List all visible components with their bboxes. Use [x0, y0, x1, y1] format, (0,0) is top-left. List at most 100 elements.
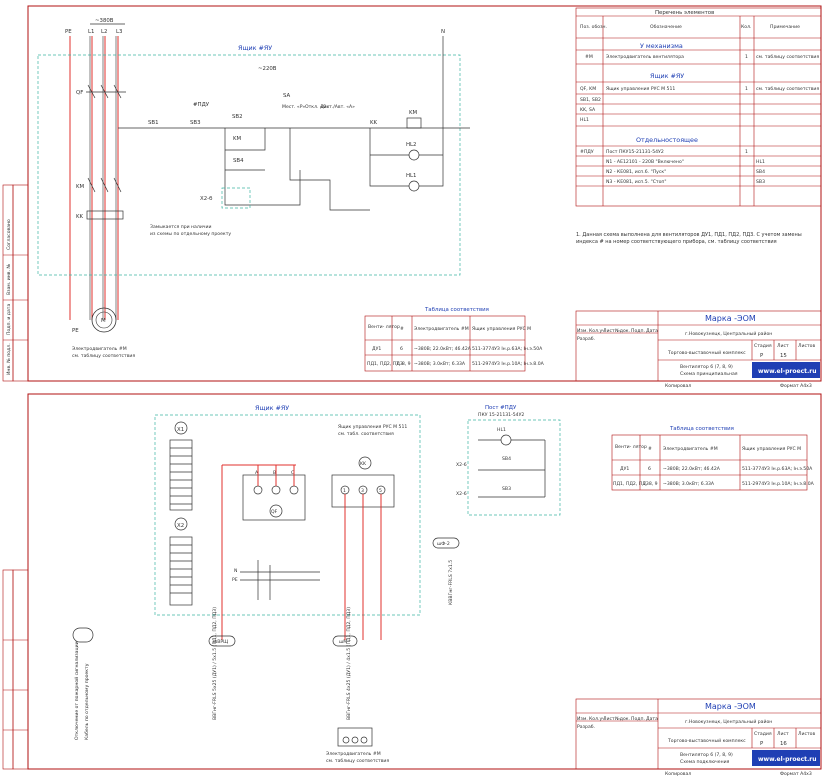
- fire-signal-text: Отключение от пожарной сигнализации: [73, 641, 80, 740]
- label-qf-bottom: QF: [271, 509, 278, 515]
- stamp-sheet: 15: [780, 353, 787, 359]
- label-qf: QF: [76, 90, 83, 96]
- post-label-hl1: HL1: [497, 427, 506, 433]
- phase-conductors: [91, 36, 119, 320]
- side-label-agreed: Согласовано: [6, 219, 12, 250]
- external-contact-outline: [221, 187, 251, 209]
- kk-t5: 5: [379, 488, 382, 494]
- cable-tag-left-text: шВРЩ: [213, 639, 228, 645]
- fire-signal-tag: [72, 627, 94, 643]
- stamp-sheet-title: Вентилятор 6 (7, 8, 9) Схема принципиаль…: [680, 364, 738, 377]
- bottom-box-note: Ящик управления РУС М 511 см. табл. соот…: [338, 424, 409, 437]
- label-x2: X2-б: [200, 196, 213, 202]
- motor-symbol: [91, 307, 117, 333]
- stamp-col: Кол.уч: [589, 328, 605, 334]
- corr-c: 7, 8, 9: [643, 481, 658, 487]
- motor-letter: M: [101, 318, 106, 324]
- qf-breaker-symbol: [86, 84, 126, 99]
- label-hl2: HL2: [406, 142, 417, 148]
- corr-c: ПД1, ПД2, ПД3: [367, 361, 403, 367]
- corr-h: #: [648, 446, 652, 452]
- spec-section-box: Ящик #ЯУ: [650, 72, 684, 80]
- corr-h: Электродвигатель #М: [414, 326, 469, 332]
- control-circuit-main: [118, 36, 470, 129]
- bottom-side-strip: [2, 569, 29, 770]
- left-cable-text: ВВГнг-FRLS 5х25 (ДУ1) / 5х1.5 (ПД1, ПД2,…: [212, 607, 218, 720]
- top-motor-note: Электродвигатель #М см. таблицу соответс…: [72, 346, 135, 359]
- stamp-col: Подп.: [631, 716, 645, 722]
- stamp-sheets-h: Листов: [798, 343, 815, 349]
- spec-cell: Пост ПКУ15-21131-54У2: [606, 149, 664, 155]
- stamp-copied: Копировал: [665, 771, 691, 777]
- stamp-stage-h: Стадия: [754, 731, 772, 737]
- label-sb4: SB4: [233, 158, 244, 164]
- stamp-col: Изм.: [577, 716, 588, 722]
- spec-cell: SB1, SB2: [580, 97, 601, 103]
- spec-cell: KK, SA: [580, 107, 596, 113]
- spec-cell: HL1: [756, 159, 765, 165]
- note-block: 1. Данная схема выполнена для вентилятор…: [576, 232, 802, 245]
- kk-thermal-relay: [86, 210, 124, 220]
- site-badge[interactable]: [752, 362, 820, 378]
- spec-cell: SB4: [756, 169, 765, 175]
- spec-cell: см. таблицу соответствия: [756, 86, 819, 92]
- spec-section-mechanism: У механизма: [640, 42, 683, 50]
- corr-c: 7, 8, 9: [396, 361, 411, 367]
- x1-marker: [174, 421, 188, 435]
- stamp-col: №док.: [615, 716, 630, 722]
- side-label-inv: Инв. № подл.: [6, 343, 12, 375]
- spec-cell: Ящик управления РУС М 511: [606, 86, 675, 92]
- post-label-sb3: SB3: [502, 486, 511, 492]
- corr-c: ДУ1: [620, 466, 629, 472]
- site-badge[interactable]: [752, 750, 820, 766]
- cable-tag-post: [432, 537, 460, 549]
- spec-cell: см. таблицу соответствия: [756, 54, 819, 60]
- km-power-contacts: [87, 177, 122, 193]
- x2-marker: [174, 517, 188, 531]
- motor-wiring: [344, 494, 382, 640]
- label-pe: PE: [232, 577, 238, 583]
- corr-h: Электродвигатель #М: [663, 446, 718, 452]
- terminal-a: A: [255, 470, 259, 476]
- post-title: Пост #ПДУ: [485, 405, 517, 411]
- lamp-hl2: [408, 149, 420, 161]
- stamp-building: Торгово-выставочный комплекс: [667, 737, 746, 744]
- corr-h: Ящик управления РУС М: [472, 326, 531, 332]
- terminal-c: C: [291, 470, 294, 476]
- label-km-coil: KM: [409, 110, 418, 116]
- corr-c: 511-2974УЗ Iн.р.10А; Iн.э.8.0А: [742, 481, 815, 487]
- stamp-format: Формат А4х3: [780, 383, 812, 389]
- stamp-copied: Копировал: [665, 383, 691, 389]
- stamp-col: Дата: [646, 716, 658, 722]
- phase-l3: L3: [116, 29, 122, 35]
- terminal-block-x1: [169, 439, 193, 511]
- spec-cell: 1: [745, 54, 748, 60]
- bottom-motor-note: Электродвигатель #М см. таблицу соответс…: [326, 751, 389, 764]
- top-note: 1. Данная схема выполнена для вентилятор…: [576, 232, 802, 245]
- stamp-code: Марка -ЭОМ: [705, 314, 756, 323]
- bottom-box-title: Ящик #ЯУ: [255, 404, 289, 412]
- stamp-stage: Р: [760, 353, 764, 359]
- corr-h: Ящик управления РУС М: [742, 446, 801, 452]
- corr-h: Венти- лятор: [368, 324, 400, 330]
- label-hl1: HL1: [406, 173, 417, 179]
- label-sa: SA: [283, 93, 291, 99]
- stamp-address: г.Новокузнецк, Центральный район: [685, 718, 772, 725]
- stamp-col: Лист: [603, 716, 615, 722]
- stamp-stage-h: Стадия: [754, 343, 772, 349]
- neutral-label: N: [441, 29, 445, 35]
- corr-c: 511-3774УЗ Iн.р.63А; Iн.э.50А: [742, 466, 813, 472]
- site-link[interactable]: www.el-proect.ru: [758, 756, 817, 763]
- stamp-col: Лист: [603, 328, 615, 334]
- qf-marker: [269, 504, 283, 518]
- site-link[interactable]: www.el-proect.ru: [758, 368, 817, 375]
- bottom-box-outline: [154, 414, 421, 616]
- terminal-b: B: [273, 470, 276, 476]
- spec-cell: 1: [745, 149, 748, 155]
- bottom-corr-title: Таблица соответствия: [669, 426, 734, 432]
- sa-pos-local: Мест. «Р»: [282, 104, 305, 110]
- qf-block: [242, 474, 306, 521]
- side-label-sign: Подп. и дата: [6, 304, 12, 335]
- post-label-sb4: SB4: [502, 456, 511, 462]
